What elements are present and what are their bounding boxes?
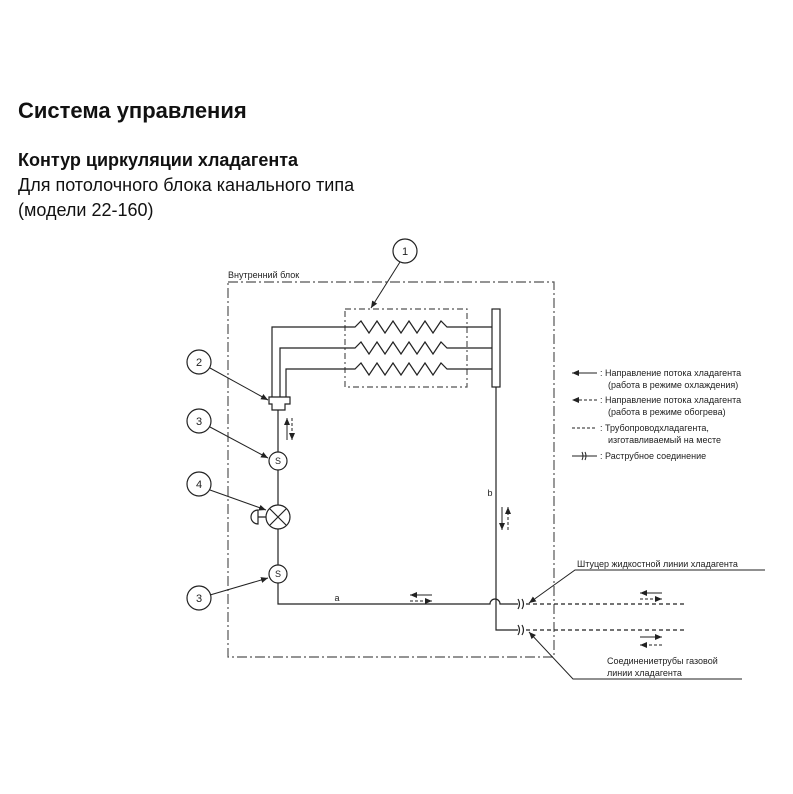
- section-title: Контур циркуляции хладагента: [18, 150, 299, 170]
- flare-connection-liquid: [517, 598, 525, 610]
- flare-connection-gas: [517, 624, 525, 636]
- models-range: (модели 22-160): [18, 200, 154, 220]
- sensor-lower-label: S: [275, 569, 281, 579]
- legend-heating-note: (работа в режиме обогрева): [608, 407, 726, 417]
- sensor-upper-label: S: [275, 456, 281, 466]
- legend-cooling-label: : Направление потока хладагента: [600, 368, 741, 378]
- legend-cooling-note: (работа в режиме охлаждения): [608, 380, 738, 390]
- callout-3-upper: 3: [196, 416, 202, 428]
- line-b-label: b: [487, 488, 492, 498]
- legend-field-pipe-label: : Трубопроводхладагента,: [600, 423, 709, 433]
- gas-port-label-2: линии хладагента: [607, 668, 682, 678]
- callout-3-lower: 3: [196, 593, 202, 605]
- callout-4: 4: [196, 479, 202, 491]
- sensor-lower: [268, 564, 288, 584]
- gas-port-label-1: Соединениетрубы газовой: [607, 656, 718, 666]
- page-title: Система управления: [18, 98, 247, 123]
- distributor: [268, 396, 291, 411]
- field-piping: [526, 603, 685, 631]
- indoor-unit-boundary: [227, 281, 555, 658]
- legend-flare-icon: [572, 451, 597, 461]
- callout-2: 2: [196, 357, 202, 369]
- callout-1: 1: [402, 246, 408, 258]
- heat-exchanger-coils: [271, 319, 492, 398]
- liquid-pipe: [277, 410, 518, 605]
- indoor-unit-label: Внутренний блок: [228, 270, 299, 280]
- legend: : Направление потока хладагента (работа …: [572, 368, 741, 461]
- header-manifold: [491, 308, 501, 388]
- liquid-port-label: Штуцер жидкостной линии хладагента: [577, 559, 738, 569]
- section-description: Для потолочного блока канального типа: [18, 175, 355, 195]
- legend-field-pipe-note: изготавливаемый на месте: [608, 435, 721, 445]
- sensor-upper: [268, 451, 288, 471]
- legend-heating-label: : Направление потока хладагента: [600, 395, 741, 405]
- valve-actuator: [250, 509, 266, 525]
- callout-leaders: [209, 261, 765, 680]
- flow-arrows: [284, 418, 662, 648]
- legend-flare-label: : Раструбное соединение: [600, 451, 706, 461]
- gas-pipe: [495, 387, 518, 631]
- line-a-label: a: [334, 593, 339, 603]
